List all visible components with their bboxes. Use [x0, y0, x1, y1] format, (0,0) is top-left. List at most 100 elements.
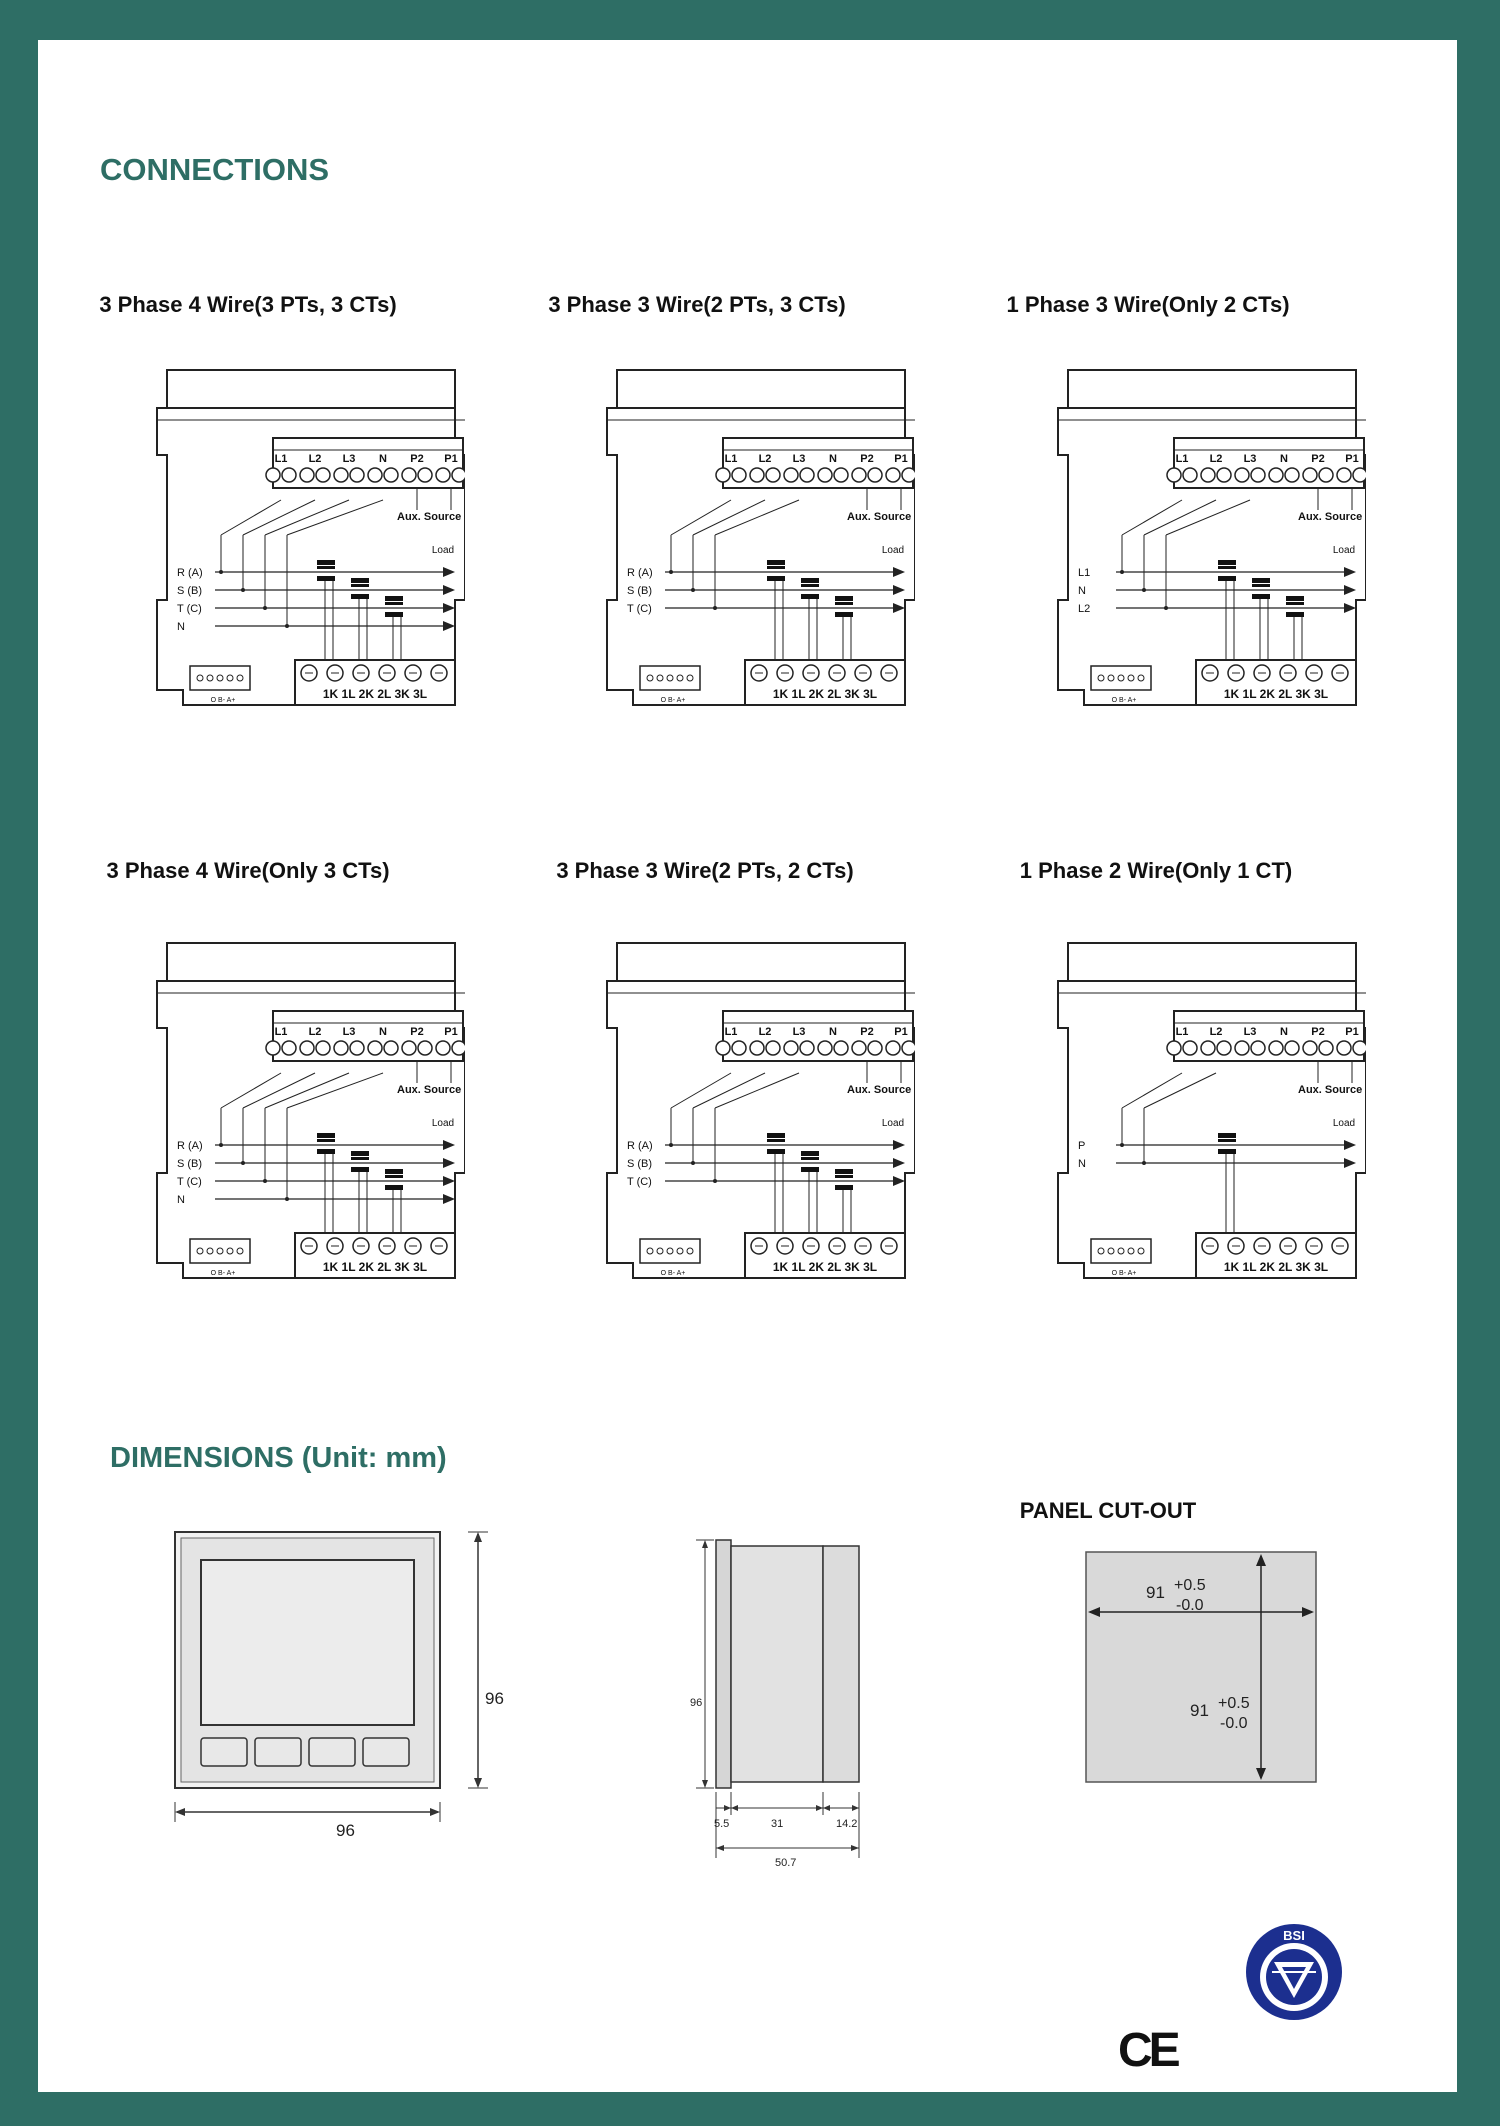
cutout-width-tol-minus: -0.0	[1176, 1597, 1204, 1614]
terminal-label-p1: P1	[444, 1026, 457, 1038]
cutout-height-tol-minus: -0.0	[1220, 1715, 1248, 1732]
terminal-label-p1: P1	[894, 453, 907, 465]
terminal-label-p1: P1	[1345, 1026, 1358, 1038]
aux-source-label: Aux. Source	[847, 511, 911, 523]
side-depth-c-label: 14.2	[836, 1818, 857, 1830]
aux-source-label: Aux. Source	[397, 1084, 461, 1096]
aux-source-label: Aux. Source	[1298, 511, 1362, 523]
front-height-label: 96	[485, 1689, 504, 1708]
terminal-label-p1: P1	[444, 453, 457, 465]
supply-line-label: N	[1078, 585, 1086, 597]
comm-port-label: O B- A+	[661, 1270, 686, 1277]
connections-heading: CONNECTIONS	[100, 152, 330, 187]
bottom-terminal-block	[744, 1232, 906, 1279]
side-depth-b-label: 31	[771, 1818, 783, 1830]
supply-line-label: N	[177, 1194, 185, 1206]
ce-mark: CE	[1118, 2024, 1181, 2077]
supply-line-label: R (A)	[627, 567, 653, 579]
terminal-label-p1: P1	[1345, 453, 1358, 465]
dimensions-heading: DIMENSIONS (Unit: mm)	[110, 1442, 447, 1474]
terminal-label-p1: P1	[894, 1026, 907, 1038]
top-terminal-block	[272, 437, 464, 489]
terminal-label-l3: L3	[343, 1026, 356, 1038]
diagram-title-6: 1 Phase 2 Wire(Only 1 CT)	[1019, 858, 1293, 883]
top-terminal-block	[722, 1010, 914, 1062]
terminal-label-l2: L2	[1210, 453, 1223, 465]
terminal-label-n: N	[379, 1026, 387, 1038]
bottom-terminal-labels: 1K 1L 2K 2L 3K 3L	[1224, 687, 1328, 701]
terminal-label-p2: P2	[410, 1026, 423, 1038]
terminal-label-l2: L2	[759, 1026, 772, 1038]
side-view-drawing: 96 5.5 31 14.2 50.7	[690, 1539, 860, 1869]
datasheet-page: CONNECTIONS 3 Phase 4 Wire(3 PTs, 3 CTs)…	[38, 40, 1457, 2092]
terminal-label-p2: P2	[1311, 453, 1324, 465]
supply-line-label: L1	[1078, 567, 1090, 579]
cutout-height-tol-plus: +0.5	[1218, 1695, 1250, 1712]
load-label: Load	[1333, 545, 1355, 556]
comm-port-label: O B- A+	[211, 1270, 236, 1277]
supply-line-label: S (B)	[627, 1158, 652, 1170]
terminal-label-n: N	[1280, 1026, 1288, 1038]
terminal-label-l2: L2	[309, 453, 322, 465]
diagram-title-3: 1 Phase 3 Wire(Only 2 CTs)	[1006, 292, 1290, 317]
supply-line-label: P	[1078, 1140, 1085, 1152]
aux-source-label: Aux. Source	[1298, 1084, 1362, 1096]
supply-line-label: N	[1078, 1158, 1086, 1170]
bsi-kitemark-logo: BSI	[1246, 1924, 1342, 2020]
load-label: Load	[882, 545, 904, 556]
terminal-label-n: N	[379, 453, 387, 465]
terminal-label-l1: L1	[275, 1026, 288, 1038]
supply-line-label: R (A)	[177, 567, 203, 579]
terminal-label-l1: L1	[725, 453, 738, 465]
panel-cutout-drawing: 91 +0.5 -0.0 91 +0.5 -0.0	[1085, 1551, 1317, 1783]
bottom-terminal-labels: 1K 1L 2K 2L 3K 3L	[773, 687, 877, 701]
comm-port-label: O B- A+	[661, 697, 686, 704]
terminal-label-l3: L3	[1244, 1026, 1257, 1038]
terminal-label-l1: L1	[725, 1026, 738, 1038]
terminal-label-l3: L3	[1244, 453, 1257, 465]
terminal-label-l1: L1	[275, 453, 288, 465]
supply-line-label: R (A)	[177, 1140, 203, 1152]
terminal-label-n: N	[829, 453, 837, 465]
terminal-label-l3: L3	[343, 453, 356, 465]
front-width-label: 96	[336, 1821, 355, 1840]
terminal-label-p2: P2	[410, 453, 423, 465]
terminal-label-n: N	[1280, 453, 1288, 465]
load-label: Load	[1333, 1118, 1355, 1129]
supply-line-label: N	[177, 621, 185, 633]
bottom-terminal-block	[294, 1232, 456, 1279]
comm-port-label: O B- A+	[1112, 697, 1137, 704]
cutout-height-nominal: 91	[1190, 1701, 1209, 1720]
supply-line-label: S (B)	[627, 585, 652, 597]
bottom-terminal-labels: 1K 1L 2K 2L 3K 3L	[773, 1260, 877, 1274]
side-depth-a-label: 5.5	[714, 1818, 729, 1830]
supply-line-label: R (A)	[627, 1140, 653, 1152]
supply-line-label: T (C)	[177, 1176, 202, 1188]
supply-line-label: S (B)	[177, 1158, 202, 1170]
terminal-label-l2: L2	[759, 453, 772, 465]
terminal-label-l2: L2	[1210, 1026, 1223, 1038]
aux-source-label: Aux. Source	[847, 1084, 911, 1096]
supply-line-label: T (C)	[177, 603, 202, 615]
bottom-terminal-labels: 1K 1L 2K 2L 3K 3L	[323, 687, 427, 701]
bottom-terminal-block	[744, 659, 906, 706]
top-terminal-block	[272, 1010, 464, 1062]
terminal-label-l3: L3	[793, 453, 806, 465]
comm-port-label: O B- A+	[1112, 1270, 1137, 1277]
front-view-drawing: 96 96	[174, 1531, 504, 1840]
load-label: Load	[432, 545, 454, 556]
bottom-terminal-block	[1195, 1232, 1357, 1279]
side-total-label: 50.7	[775, 1857, 796, 1869]
terminal-label-p2: P2	[860, 453, 873, 465]
supply-line-label: T (C)	[627, 1176, 652, 1188]
